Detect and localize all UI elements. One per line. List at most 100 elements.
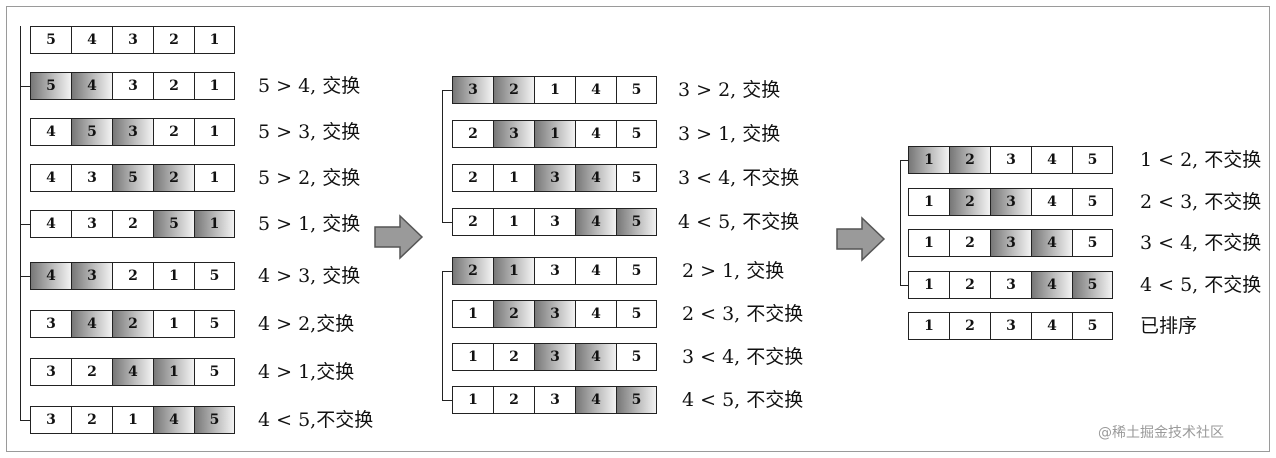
comparison-caption: 3 < 4, 不交换 — [678, 167, 800, 189]
array-cell: 5 — [194, 358, 235, 386]
bracket-tick — [442, 222, 452, 223]
array-cell: 3 — [112, 26, 153, 54]
array-cell: 1 — [493, 164, 534, 192]
array-cell: 1 — [194, 118, 235, 146]
array-cell: 4 — [30, 164, 71, 192]
array-cell: 2 — [452, 164, 493, 192]
comparison-caption: 5 > 2, 交换 — [258, 167, 361, 189]
array-cell: 3 — [534, 343, 575, 371]
array-cell: 5 — [71, 118, 112, 146]
array-cell: 3 — [112, 72, 153, 100]
array-cell: 5 — [1072, 312, 1113, 340]
array-cell: 3 — [493, 120, 534, 148]
array-cell: 1 — [908, 146, 949, 174]
bracket-tick — [20, 224, 30, 225]
bracket-tick — [900, 160, 908, 161]
array-cell: 5 — [30, 72, 71, 100]
array-cell: 5 — [616, 343, 657, 371]
array-cell: 1 — [153, 358, 194, 386]
comparison-caption: 4 > 1,交换 — [258, 361, 355, 383]
array-cell: 5 — [616, 120, 657, 148]
array-cell: 3 — [534, 386, 575, 414]
array-cell: 2 — [112, 310, 153, 338]
array-cell: 2 — [452, 257, 493, 285]
array-cell: 2 — [153, 26, 194, 54]
array-cell: 3 — [534, 208, 575, 236]
array-cell: 1 — [493, 257, 534, 285]
array-cell: 1 — [452, 300, 493, 328]
bracket-tick — [20, 276, 30, 277]
array-cell: 1 — [534, 76, 575, 104]
array-cell: 1 — [908, 312, 949, 340]
array-cell: 5 — [616, 386, 657, 414]
array-cell: 3 — [112, 118, 153, 146]
array-cell: 4 — [30, 262, 71, 290]
array-cell: 2 — [949, 188, 990, 216]
comparison-caption: 4 > 2,交换 — [258, 313, 355, 335]
array-cell: 1 — [194, 164, 235, 192]
array-cell: 5 — [1072, 271, 1113, 299]
array-cell: 3 — [534, 300, 575, 328]
comparison-caption: 4 < 5, 不交换 — [678, 211, 800, 233]
bracket-tick — [900, 285, 908, 286]
array-cell: 2 — [153, 118, 194, 146]
array-cell: 5 — [1072, 188, 1113, 216]
array-cell: 3 — [30, 406, 71, 434]
array-cell: 2 — [71, 406, 112, 434]
comparison-caption: 2 < 3, 不交换 — [682, 303, 804, 325]
comparison-caption: 3 > 2, 交换 — [678, 79, 781, 101]
comparison-caption: 3 < 4, 不交换 — [1140, 232, 1262, 254]
comparison-caption: 3 > 1, 交换 — [678, 123, 781, 145]
array-cell: 5 — [194, 310, 235, 338]
pass-bracket — [442, 271, 443, 400]
array-cell: 5 — [616, 208, 657, 236]
comparison-caption: 4 < 5,不交换 — [258, 409, 374, 431]
array-cell: 2 — [493, 300, 534, 328]
array-cell: 2 — [112, 262, 153, 290]
bracket-tick — [442, 90, 452, 91]
array-cell: 3 — [452, 76, 493, 104]
array-cell: 3 — [534, 257, 575, 285]
array-cell: 1 — [194, 72, 235, 100]
array-cell: 5 — [1072, 146, 1113, 174]
array-cell: 2 — [71, 358, 112, 386]
array-cell: 2 — [949, 312, 990, 340]
array-cell: 5 — [194, 406, 235, 434]
array-cell: 5 — [194, 262, 235, 290]
array-cell: 3 — [990, 312, 1031, 340]
array-cell: 5 — [1072, 229, 1113, 257]
comparison-caption: 5 > 3, 交换 — [258, 121, 361, 143]
array-cell: 4 — [575, 76, 616, 104]
array-cell: 1 — [493, 208, 534, 236]
array-cell: 3 — [71, 164, 112, 192]
array-cell: 1 — [194, 210, 235, 238]
array-cell: 4 — [1031, 188, 1072, 216]
pass-bracket — [900, 160, 901, 285]
array-cell: 4 — [71, 26, 112, 54]
next-pass-arrow-icon — [374, 214, 424, 260]
pass-bracket — [442, 90, 443, 222]
comparison-caption: 已排序 — [1140, 315, 1198, 337]
array-cell: 1 — [452, 343, 493, 371]
array-cell: 3 — [71, 262, 112, 290]
bracket-tick — [442, 400, 452, 401]
array-cell: 4 — [30, 118, 71, 146]
array-cell: 3 — [30, 310, 71, 338]
array-cell: 2 — [493, 76, 534, 104]
array-cell: 2 — [153, 164, 194, 192]
array-cell: 3 — [990, 229, 1031, 257]
array-cell: 5 — [112, 164, 153, 192]
array-cell: 5 — [616, 257, 657, 285]
